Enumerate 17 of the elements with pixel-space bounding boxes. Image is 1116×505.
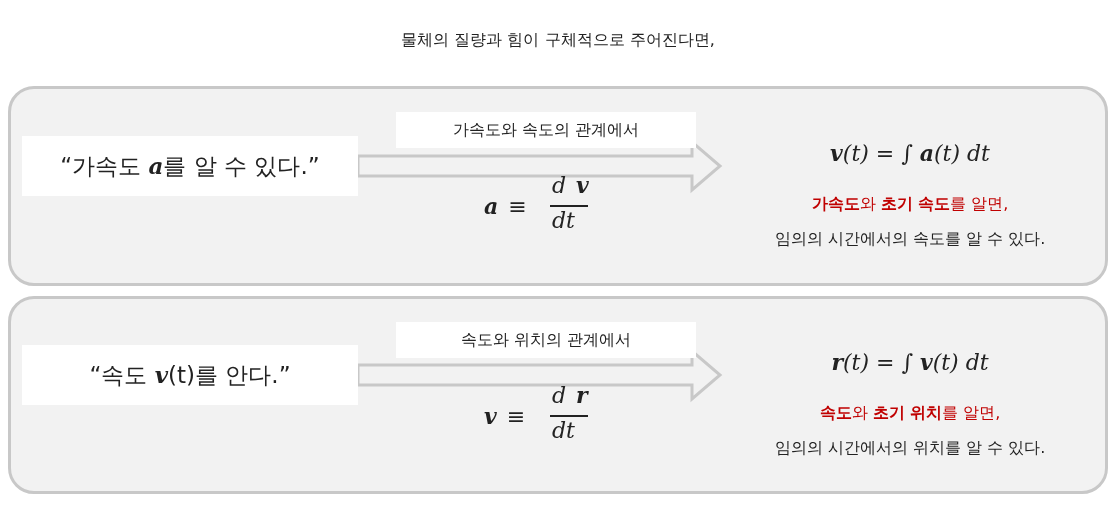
edge-label: 속도와 위치의 관계에서	[396, 322, 696, 358]
formula-lhs: v ≡	[484, 403, 526, 429]
edge-label: 가속도와 속도의 관계에서	[396, 112, 696, 148]
conclusion-text: 임의의 시간에서의 속도를 알 수 있다.	[774, 229, 1046, 250]
condition-text: 가속도와 초기 속도를 알면,	[811, 194, 1009, 215]
integral-formula: v(t) = ∫ a(t) dt	[830, 140, 990, 166]
statement-box: “속도 v(t)를 안다.”	[22, 345, 358, 405]
fraction-denominator: dt	[552, 418, 575, 443]
condition-text: 속도와 초기 위치를 알면,	[819, 403, 1001, 424]
statement-box: “가속도 a를 알 수 있다.”	[22, 136, 358, 196]
panel-background	[8, 296, 1108, 494]
panel-background	[8, 86, 1108, 286]
title: 물체의 질량과 힘이 구체적으로 주어진다면,	[400, 30, 716, 51]
fraction-denominator: dt	[552, 208, 575, 233]
formula-lhs: a ≡	[484, 193, 527, 219]
integral-formula: r(t) = ∫ v(t) dt	[831, 349, 989, 375]
conclusion-text: 임의의 시간에서의 위치를 알 수 있다.	[774, 438, 1046, 459]
